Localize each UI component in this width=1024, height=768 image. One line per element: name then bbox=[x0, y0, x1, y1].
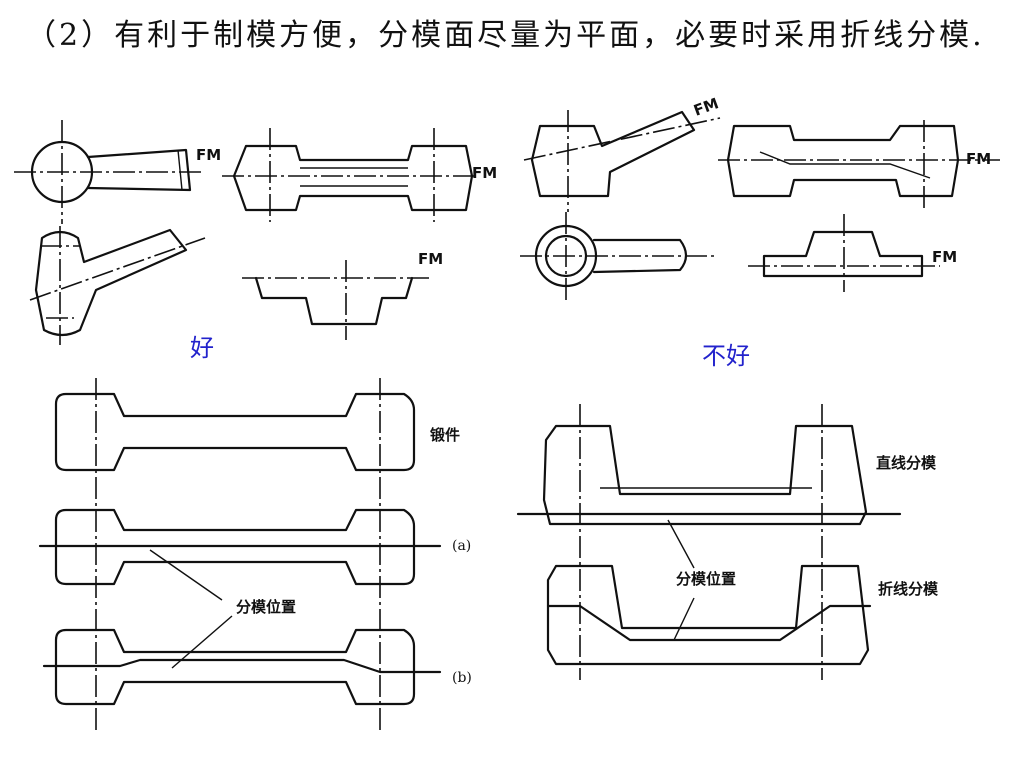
folded-parting-piece bbox=[546, 564, 870, 666]
good-examples: FM FM FM 好 bbox=[14, 120, 497, 362]
ring-eye-forging bbox=[520, 212, 714, 300]
fm-label: FM bbox=[196, 146, 221, 164]
offset-dumbbell-forging: FM bbox=[718, 120, 1000, 210]
top-hat-section: FM bbox=[242, 250, 443, 340]
forging-b bbox=[54, 628, 416, 706]
straight-parting-label: 直线分模 bbox=[876, 454, 937, 472]
good-label: 好 bbox=[190, 334, 214, 362]
folded-parting-label: 折线分模 bbox=[878, 580, 939, 598]
round-eye-forging: FM bbox=[14, 120, 221, 224]
forging-a bbox=[54, 508, 416, 586]
forging-bar-examples: 锻件 (a) (b) 分模位置 bbox=[38, 378, 472, 730]
fm-label: FM bbox=[418, 250, 443, 268]
parting-position-label: 分模位置 bbox=[236, 598, 296, 616]
fm-label: FM bbox=[691, 94, 721, 120]
label-b: (b) bbox=[452, 670, 472, 686]
angled-lever-forging: FM bbox=[523, 94, 721, 212]
bad-label: 不好 bbox=[702, 342, 750, 370]
straight-parting-piece bbox=[542, 424, 868, 526]
forging-label: 锻件 bbox=[430, 426, 460, 444]
forging-piece bbox=[54, 392, 416, 472]
parting-position-label: 分模位置 bbox=[676, 570, 736, 588]
fm-label: FM bbox=[966, 150, 991, 168]
slide-title: （2）有利于制模方便，分模面尽量为平面，必要时采用折线分模. bbox=[26, 18, 985, 53]
dumbbell-forging: FM bbox=[222, 128, 497, 222]
fm-label: FM bbox=[472, 164, 497, 182]
angled-arm-forging bbox=[29, 226, 206, 345]
bad-examples: FM FM FM 不好 bbox=[520, 94, 1000, 370]
fm-label: FM bbox=[932, 248, 957, 266]
label-a: (a) bbox=[452, 538, 471, 554]
parting-line-examples: 直线分模 折线分模 分模位置 bbox=[516, 404, 939, 680]
raised-boss-forging: FM bbox=[748, 214, 957, 292]
